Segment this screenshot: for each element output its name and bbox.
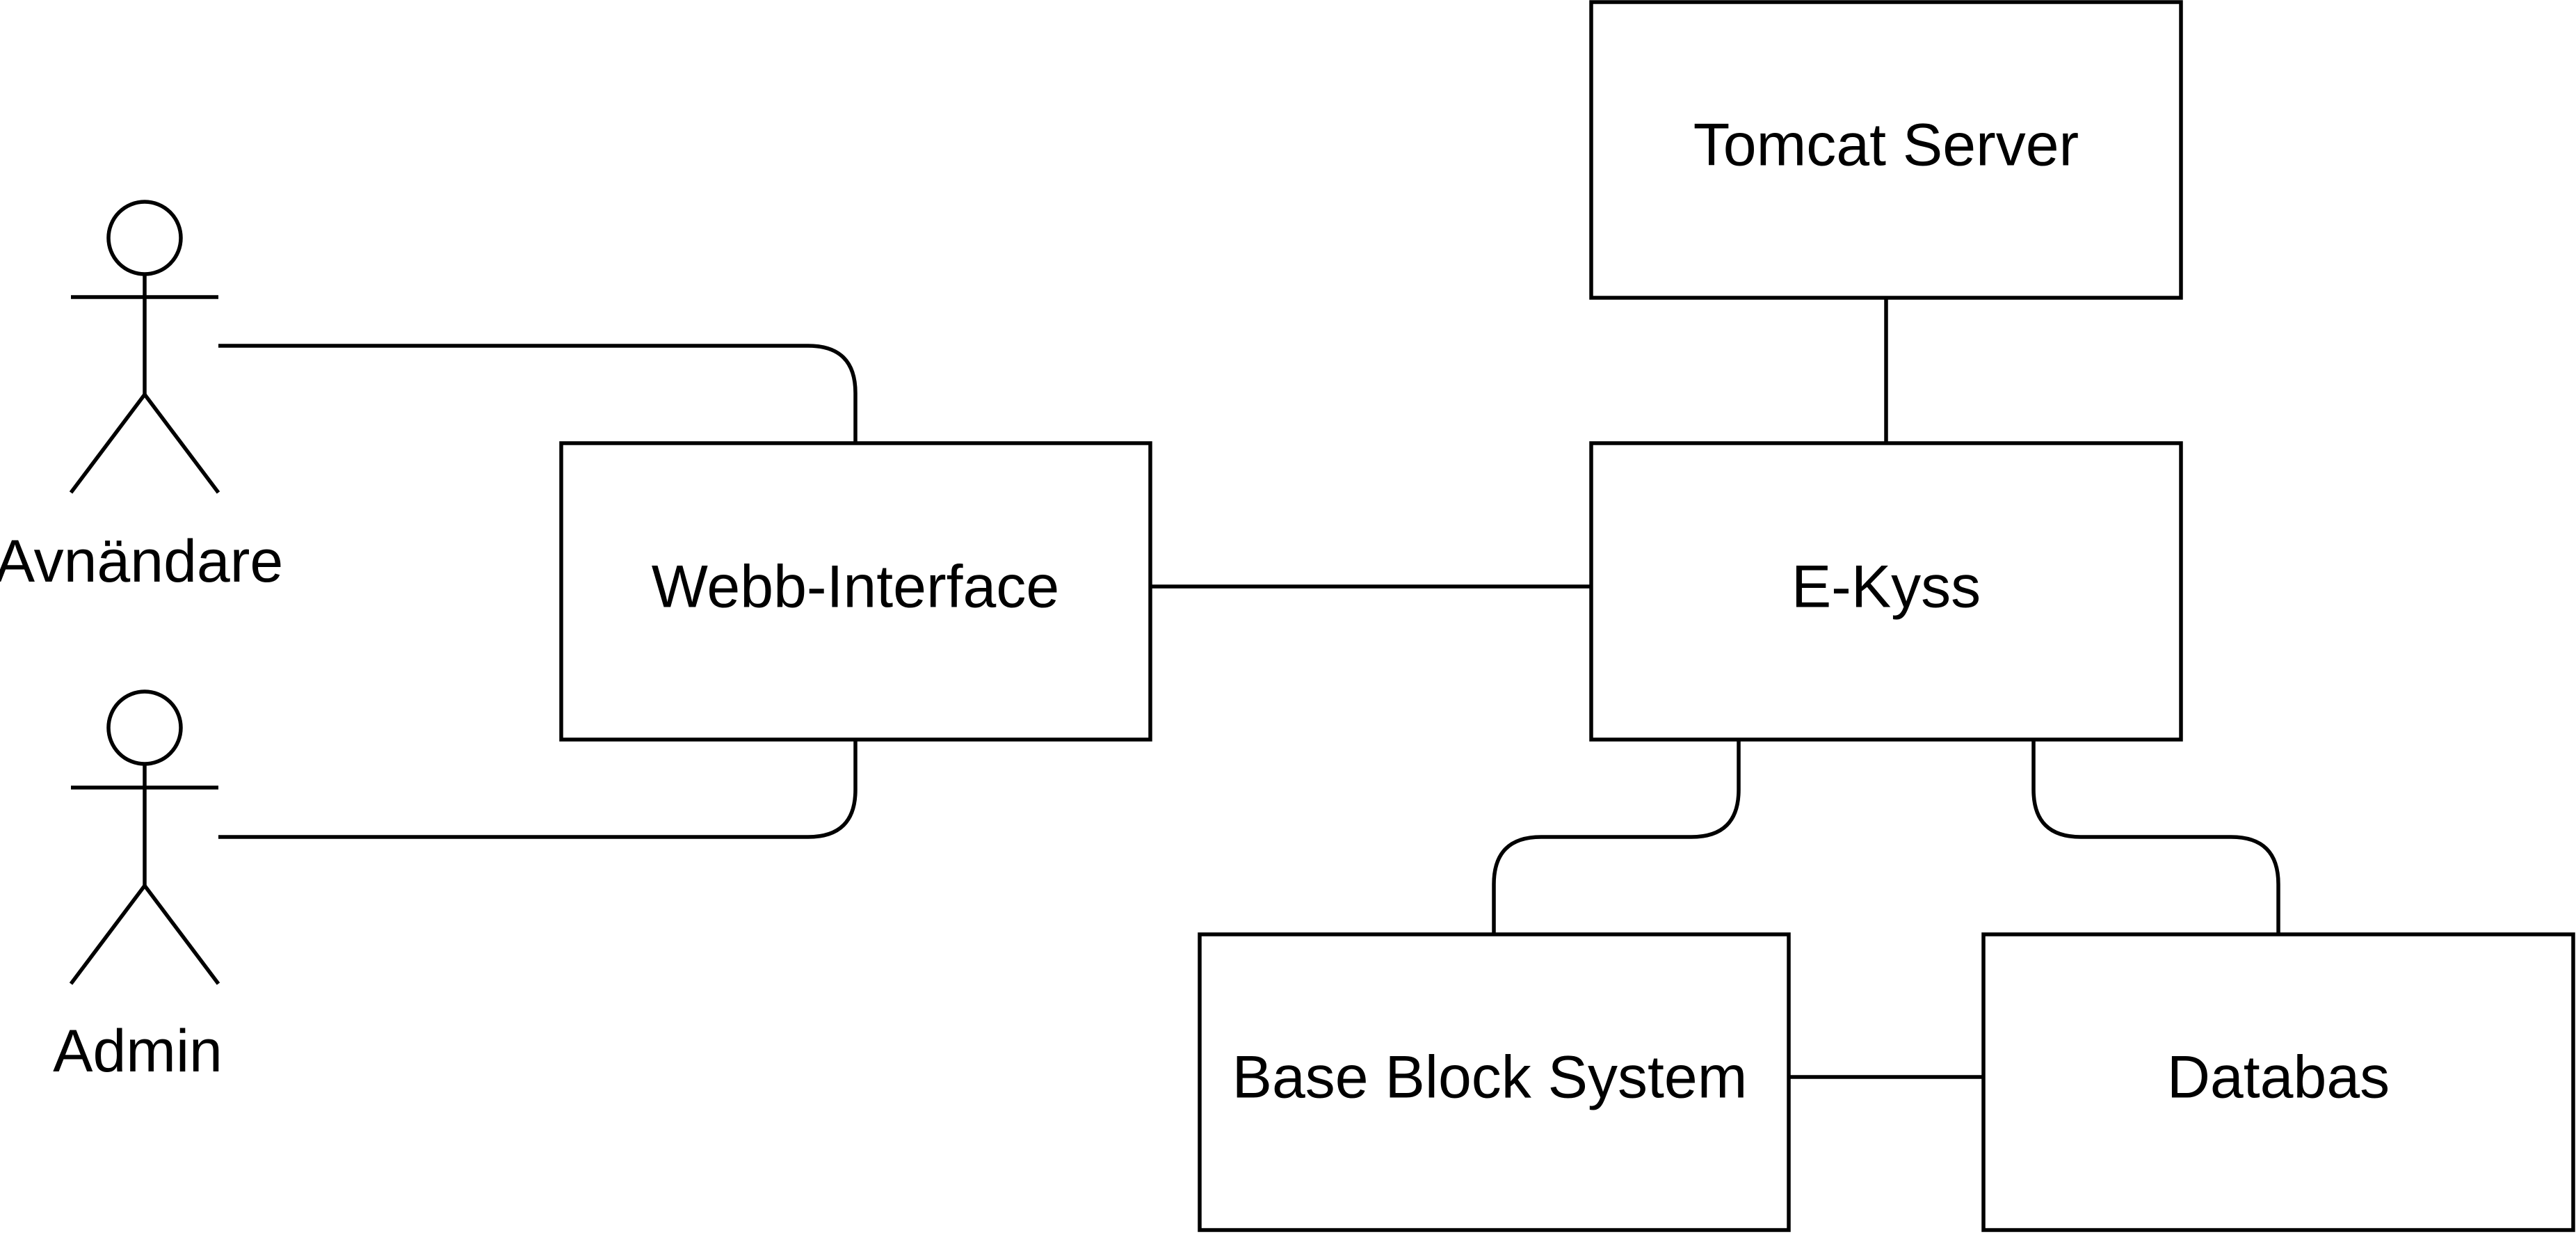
connector-ekyss-bbs [1492,740,1741,934]
actor-label-avnandare: Avnändare [0,528,283,595]
actor-admin: Admin [53,689,223,1085]
component-base-block-system: Base Block System [1198,932,1791,1232]
component-webb-interface: Webb-Interface [559,441,1152,742]
actor-avnandare: Avnändare [0,200,283,595]
connector-avnandare-webb [218,344,858,443]
component-label-databas: Databas [2167,1044,2390,1111]
stick-figure-icon [69,200,220,494]
component-label-webb-interface: Webb-Interface [652,554,1059,621]
component-label-e-kyss: E-Kyss [1792,554,1981,621]
component-label-base-block-system: Base Block System [1232,1044,1748,1111]
connector-ekyss-databas [2031,740,2280,934]
actor-label-admin: Admin [53,1018,223,1085]
stick-figure-icon [69,689,220,985]
component-e-kyss: E-Kyss [1589,441,2183,742]
component-label-tomcat-server: Tomcat Server [1693,112,2079,179]
component-databas: Databas [1981,932,2575,1232]
connector-admin-webb [218,740,858,839]
component-tomcat-server: Tomcat Server [1589,0,2183,300]
